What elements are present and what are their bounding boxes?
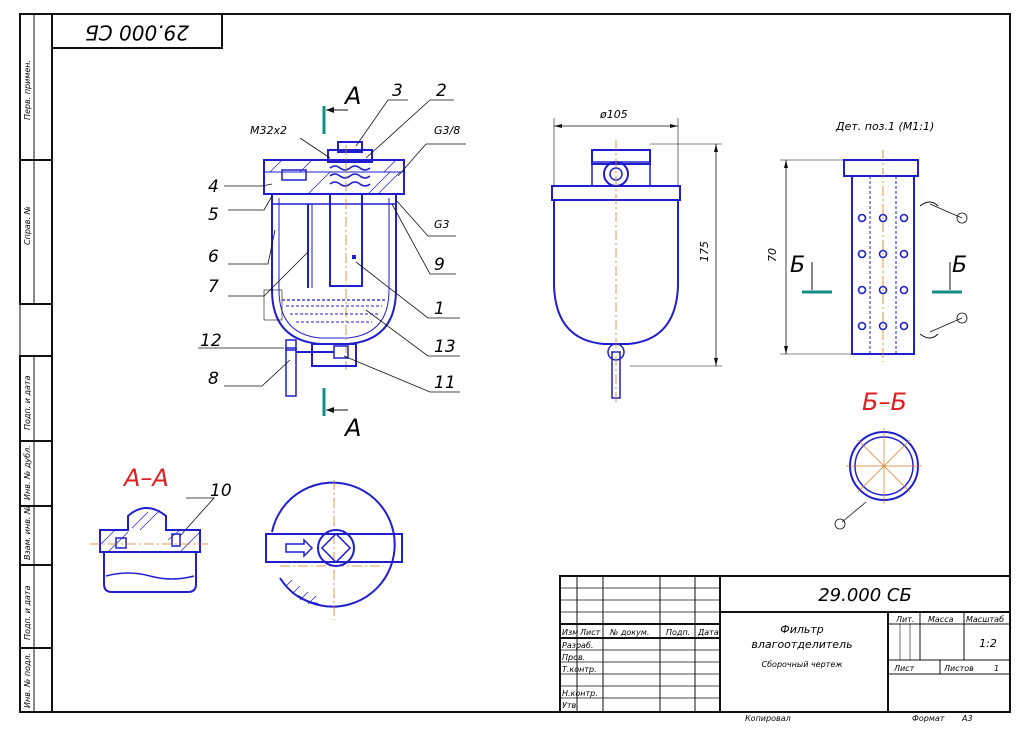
hdr-sign: Подп. [666, 628, 690, 637]
pos-3: 3 [392, 81, 403, 101]
front-view: ø105 175 [551, 108, 722, 402]
detail-holes [857, 213, 909, 331]
section-bb-title: Б–Б [862, 388, 907, 416]
sheet-frame [19, 13, 1011, 713]
section-aa-title: А–А [122, 464, 169, 492]
section-b-right-label: Б [952, 253, 967, 278]
hdr-date: Дата [697, 628, 719, 637]
tb-name-2: влагоотделитель [751, 638, 852, 651]
tb-format-value: А3 [961, 714, 973, 723]
pos-8: 8 [208, 369, 219, 389]
pos-6: 6 [208, 247, 219, 267]
pos-5: 5 [208, 205, 219, 225]
thread-label-m32: M32x2 [250, 124, 287, 137]
detail-view: Дет. поз.1 (М1:1) 70 Б Б [766, 120, 968, 362]
side-label-4: Инв. № дубл. [23, 445, 32, 500]
section-b-left-label: Б [790, 253, 805, 278]
thread-label-g38: G3/8 [434, 124, 460, 137]
tb-format-label: Формат [912, 714, 945, 723]
role-utv: Утв. [562, 701, 579, 710]
hdr-izm: Изм [562, 628, 578, 637]
role-prov: Пров. [562, 653, 585, 662]
pos-2: 2 [436, 81, 447, 101]
tb-scale-value: 1:2 [979, 637, 997, 650]
pos-4: 4 [208, 177, 219, 197]
side-label-3: Подп. и дата [23, 375, 32, 430]
side-label-1: Перв. примен. [23, 60, 32, 120]
tb-lit-label: Лит. [895, 615, 914, 624]
hdr-doc: № докум. [609, 628, 649, 637]
role-razrab: Разраб. [562, 641, 593, 650]
section-bb-view: Б–Б [834, 388, 922, 530]
section-aa-view: А–А 10 [90, 464, 232, 593]
side-label-2: Справ. № [23, 206, 32, 245]
pos-13: 13 [434, 337, 456, 357]
thread-label-g3: G3 [434, 218, 450, 231]
top-stamp: 29.000 СБ [51, 13, 223, 49]
section-a-top-label: А [343, 82, 361, 110]
side-label-7: Инв. № подл. [23, 653, 32, 708]
pos-10: 10 [210, 481, 232, 501]
pos-12: 12 [200, 331, 222, 351]
title-block: Изм Лист № докум. Подп. Дата Разраб. Про… [559, 575, 1011, 723]
side-stamp: Перв. примен. Справ. № Подп. и дата Инв.… [19, 13, 53, 713]
side-label-6: Подп. и дата [23, 585, 32, 640]
cover-top-view [265, 480, 403, 620]
pos-11: 11 [434, 373, 456, 393]
tb-designation: 29.000 СБ [818, 585, 912, 606]
tb-doc-type: Сборочный чертеж [762, 660, 844, 669]
pos-1: 1 [434, 299, 445, 319]
tb-name-1: Фильтр [780, 623, 824, 636]
side-label-5: Взам. инв. № [23, 506, 32, 560]
role-tkontr: Т.контр. [562, 665, 597, 674]
dim-height: 175 [698, 241, 711, 262]
pos-9: 9 [434, 255, 445, 275]
section-a-bottom-label: А [343, 414, 361, 442]
hdr-list: Лист [579, 628, 601, 637]
dim-diameter: ø105 [599, 108, 628, 121]
tb-sheet-label: Лист [893, 664, 915, 673]
main-section-view: А А [198, 81, 466, 442]
role-nkontr: Н.контр. [562, 689, 598, 698]
tb-scale-label: Масштаб [966, 615, 1004, 624]
tb-sheets-value: 1 [994, 664, 999, 673]
top-stamp-number: 29.000 СБ [85, 21, 189, 45]
tb-mass-label: Масса [928, 615, 954, 624]
tb-sheets-label: Листов [943, 664, 974, 673]
tb-copied: Копировал [745, 714, 791, 723]
pos-7: 7 [208, 277, 219, 297]
detail-title: Дет. поз.1 (М1:1) [835, 120, 934, 133]
detail-dim-height: 70 [766, 248, 779, 262]
